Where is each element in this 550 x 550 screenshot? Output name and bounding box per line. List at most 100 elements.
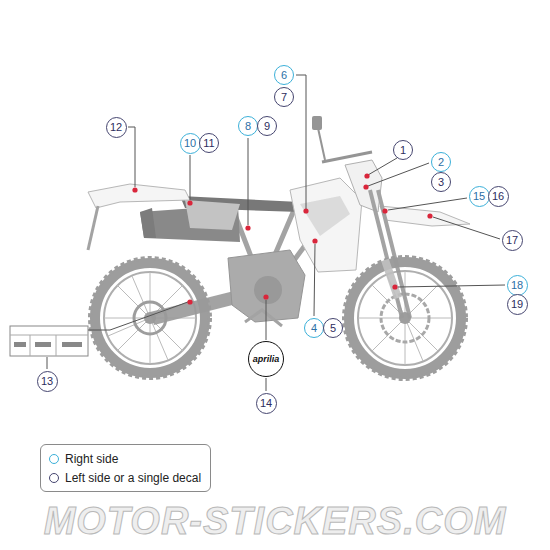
decal-position-dot [245,225,250,230]
frame-and-body [88,116,470,326]
decal-position-dot [263,294,268,299]
decal-position-dot [187,200,192,205]
front-wheel [405,318,423,361]
callout-number: 5 [323,318,343,338]
brand-text: aprilia [253,355,280,364]
callout-number: 12 [106,117,127,138]
leader-line [128,127,135,187]
front-wheel [349,262,461,374]
legend-sample [49,454,59,464]
callout-number: 16 [488,186,509,207]
callout-text: 5 [330,323,336,334]
decal-13-preview [35,342,51,347]
callout-number: 2 [431,152,451,172]
leader-line [368,163,429,186]
callout-number: 18 [507,275,528,296]
callout-number: 13 [37,371,58,392]
frame-and-body [345,160,382,212]
frame-and-body [322,152,372,162]
decal-position-dot [427,213,432,218]
callout-text: 9 [264,121,270,132]
decal-position-dot [392,284,397,289]
frame-and-body [254,276,282,304]
leader-line [398,285,505,287]
callout-text: 19 [511,299,523,310]
decal-position-dot [132,173,432,304]
rear-wheel [104,272,196,364]
brand-badge: aprilia [248,341,284,377]
rear-wheel [104,272,196,364]
callout-text: 15 [473,191,485,202]
decal-position-dot [312,238,317,243]
rear-wheel [150,272,151,318]
callout-number: 11 [199,133,219,153]
watermark: MOTOR-STICKERS.COM [0,500,550,543]
callout-text: 16 [492,191,504,202]
callout-text: 7 [281,92,287,103]
callout-number: 17 [502,230,523,251]
decal-13-preview [10,326,88,356]
frame-and-body [312,116,322,130]
frame-and-body [385,260,398,298]
callout-text: 10 [184,138,196,149]
callout-number: 9 [257,116,277,136]
callout-text: 18 [511,280,523,291]
callout-text: 6 [281,70,287,81]
callout-number: 8 [238,116,258,136]
callout-text: 3 [438,177,444,188]
leader-line [88,302,188,330]
frame-and-body [140,208,156,238]
callout-text: 1 [400,145,406,156]
callout-number: 15 [469,186,490,207]
callout-number: 3 [431,172,451,192]
leader-line [388,198,467,210]
decal-13-preview [10,335,88,336]
front-wheel [358,271,452,365]
legend-item: Left side or a single decal [49,468,202,487]
leader-line [296,75,306,209]
rear-wheel [90,258,210,378]
callout-text: 2 [438,157,444,168]
decal-13-preview [56,335,57,356]
leader-line [248,138,249,225]
decal-position-dot [303,208,308,213]
leader-line [433,217,500,239]
decal-13-preview [10,326,88,356]
callout-text: 8 [245,121,251,132]
callout-number: 7 [274,87,294,107]
leader-line [314,244,315,316]
callout-number: 1 [393,140,413,160]
callout-number: 14 [256,393,277,414]
legend-box: Right sideLeft side or a single decal [40,444,211,492]
frame-and-body [88,184,190,208]
decal-position-dot [382,208,387,213]
leader-line [266,378,267,391]
front-wheel [344,257,466,379]
callout-number: 10 [180,133,201,154]
frame-and-body [185,200,240,230]
frame-and-body [318,128,325,160]
callout-number: 4 [304,318,324,338]
leader-line [190,155,191,200]
callout-text: 17 [506,235,518,246]
frame-and-body [290,178,362,272]
frame-and-body [245,310,282,326]
decal-position-dot [132,187,137,192]
leader-line [266,300,267,340]
legend-sample [49,473,59,483]
frame-and-body [88,206,98,250]
callout-text: 12 [110,122,122,133]
callout-text: 11 [203,138,214,149]
rear-wheel [95,263,205,373]
frame-and-body [300,196,350,236]
callout-number: 6 [274,65,294,85]
decal-13-preview [14,342,26,347]
legend-text: Left side or a single decal [65,471,201,485]
decal-position-dot [363,184,368,189]
rear-wheel [150,318,151,364]
decal-position-dot [187,299,192,304]
leader-line [47,75,505,391]
legend-text: Right side [65,452,118,466]
callout-number: 19 [507,294,528,315]
